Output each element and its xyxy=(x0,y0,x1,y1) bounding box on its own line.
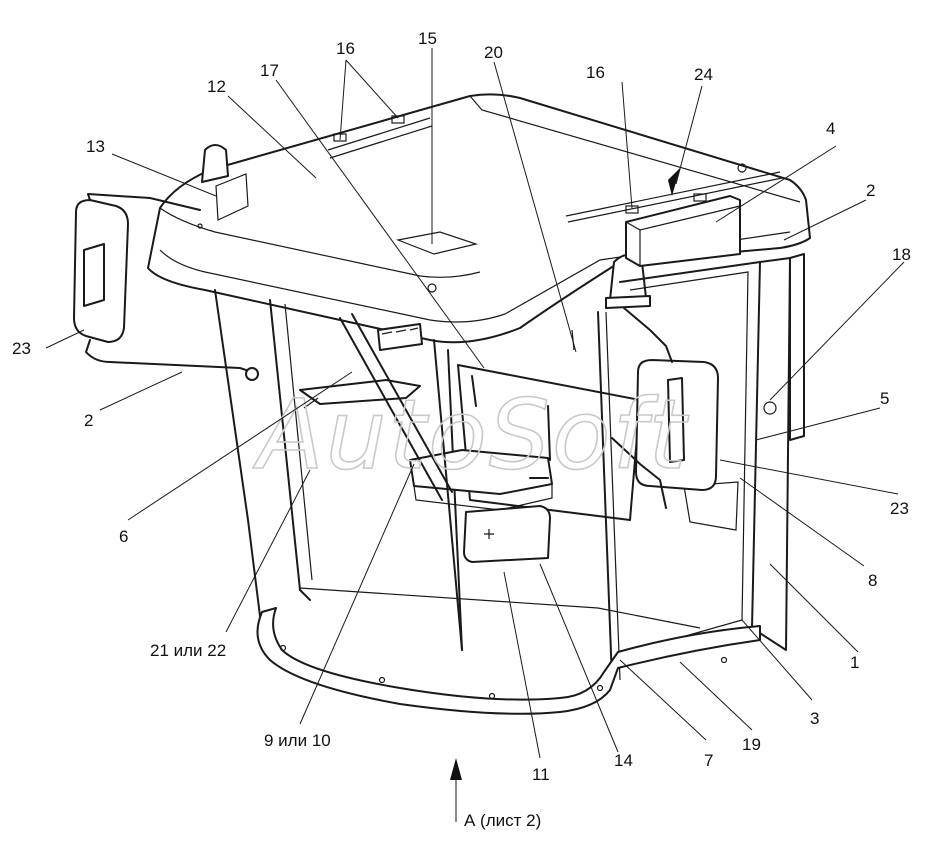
callout-9-or-10: 9 или 10 xyxy=(264,731,331,750)
callout-14: 14 xyxy=(614,751,633,770)
callout-23-left: 23 xyxy=(12,339,31,358)
callout-8: 8 xyxy=(868,571,877,590)
view-note: А (лист 2) xyxy=(464,811,541,830)
interior xyxy=(299,313,575,651)
right-mirror xyxy=(611,307,719,509)
pointer-arrow-24 xyxy=(668,168,680,196)
callout-24: 24 xyxy=(694,65,713,84)
callout-19: 19 xyxy=(742,735,761,754)
callout-16-right: 16 xyxy=(586,63,605,82)
callout-3: 3 xyxy=(810,709,819,728)
callout-20: 20 xyxy=(484,43,503,62)
callout-15: 15 xyxy=(418,29,437,48)
leader-lines xyxy=(45,48,905,759)
callout-11: 11 xyxy=(532,765,550,784)
air-conditioner-unit xyxy=(625,195,741,267)
callout-13: 13 xyxy=(86,137,105,156)
callout-16-left: 16 xyxy=(336,39,355,58)
callout-5: 5 xyxy=(880,389,889,408)
view-arrow-a xyxy=(450,758,462,822)
callout-4: 4 xyxy=(826,119,835,138)
callout-2-right: 2 xyxy=(866,181,875,200)
callout-23-right: 23 xyxy=(890,499,909,518)
cab-roof xyxy=(147,93,811,344)
callout-18: 18 xyxy=(892,245,911,264)
callout-7: 7 xyxy=(704,751,713,770)
left-mirror xyxy=(73,193,259,381)
callout-1: 1 xyxy=(850,653,859,672)
callout-21-or-22: 21 или 22 xyxy=(150,641,226,660)
callout-17: 17 xyxy=(260,61,279,80)
callout-12: 12 xyxy=(207,77,226,96)
callout-6: 6 xyxy=(119,527,128,546)
watermark: AutoSoft xyxy=(252,379,689,491)
callout-2-left: 2 xyxy=(84,411,93,430)
